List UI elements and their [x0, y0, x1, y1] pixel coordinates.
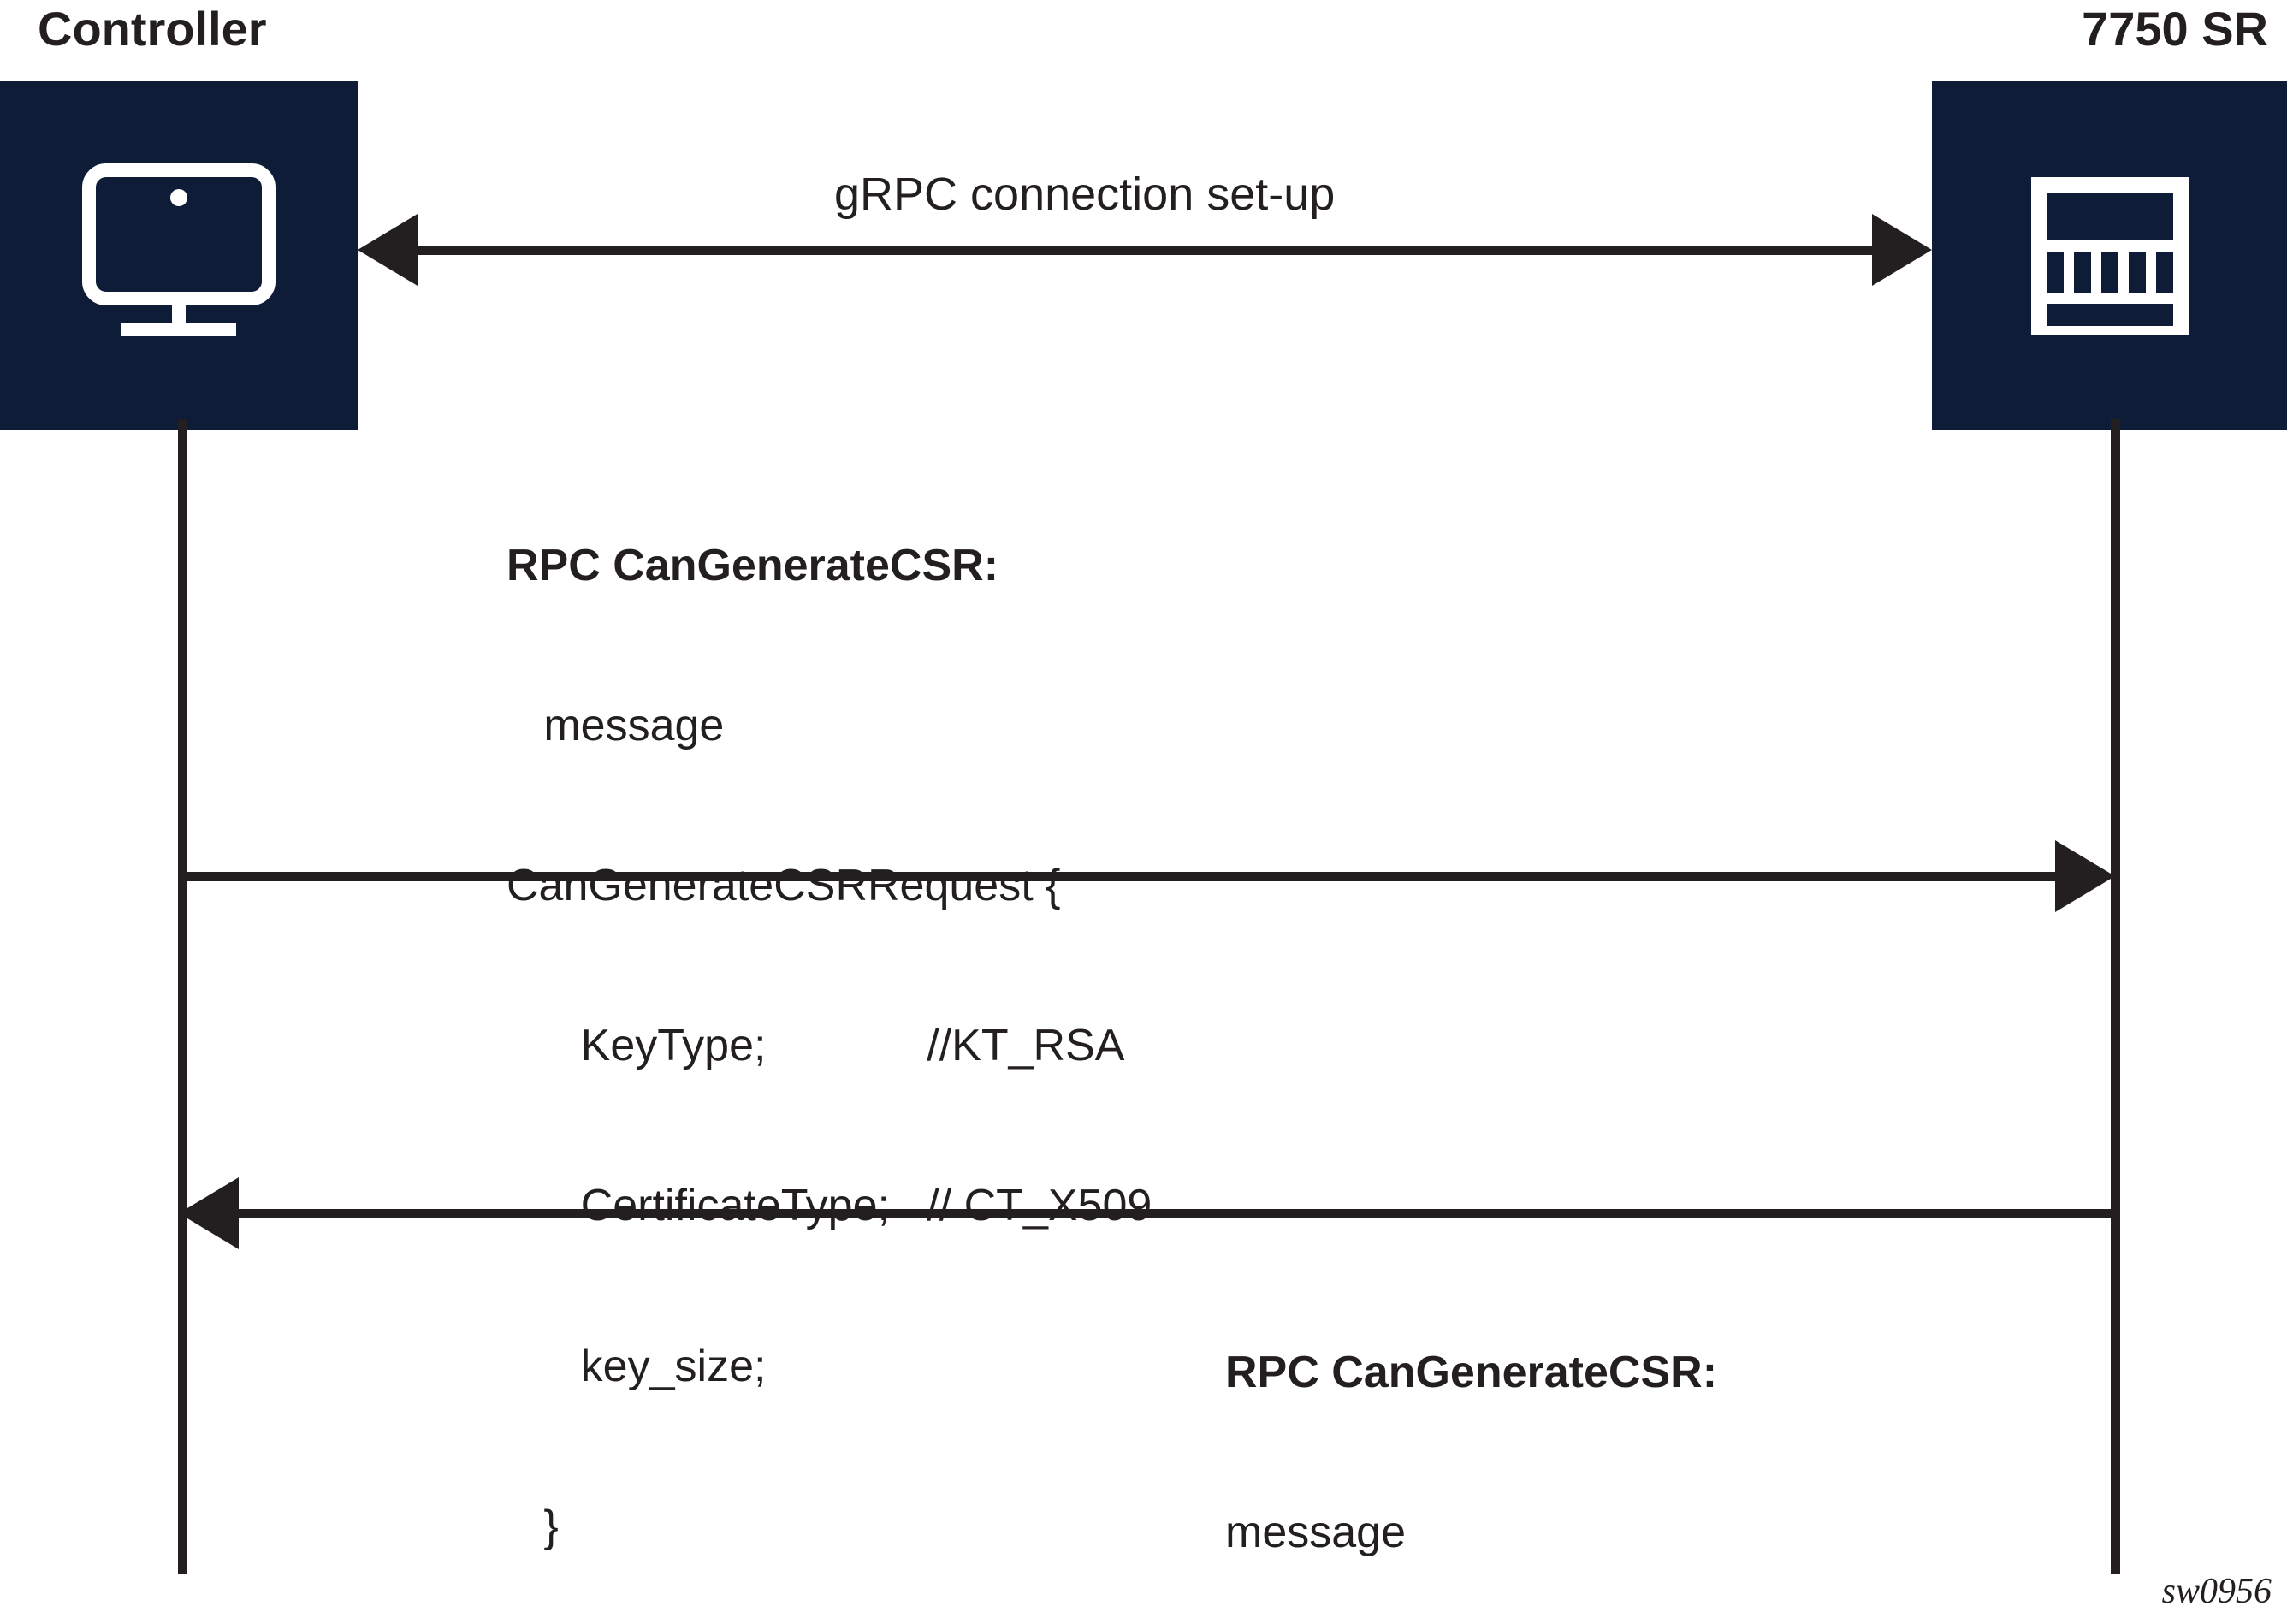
response-line-1: message: [1225, 1507, 1406, 1557]
controller-lifeline: [178, 419, 187, 1574]
message-2-arrowhead-right: [2055, 840, 2115, 912]
request-line-4: CertificateType; // CT_X509: [507, 1181, 1152, 1231]
monitor-icon: [82, 163, 276, 336]
router-node: [1932, 81, 2287, 430]
message-1-arrowhead-right: [1872, 214, 1932, 286]
message-1-arrowhead-left: [358, 214, 418, 286]
router-title: 7750 SR: [2082, 2, 2268, 56]
router-lifeline: [2111, 419, 2120, 1574]
request-heading: RPC CanGenerateCSR:: [507, 540, 999, 590]
message-3-arrowhead-left: [179, 1177, 239, 1249]
router-icon: [2030, 176, 2189, 335]
message-1-label: gRPC connection set-up: [834, 169, 1336, 220]
message-1-line: [411, 246, 1882, 255]
figure-watermark: sw0956: [2161, 1572, 2272, 1611]
response-annotation: RPC CanGenerateCSR: message CanGenerateC…: [1225, 1239, 1866, 1624]
request-line-6: }: [507, 1501, 559, 1551]
request-line-2: CanGenerateCSRRequest {: [507, 861, 1061, 911]
controller-title: Controller: [38, 2, 267, 56]
response-heading: RPC CanGenerateCSR:: [1225, 1347, 1718, 1397]
message-2-line: [182, 872, 2056, 881]
request-annotation: RPC CanGenerateCSR: message CanGenerateC…: [507, 432, 1152, 1624]
request-line-1: message: [507, 700, 725, 750]
request-line-3: KeyType; //KT_RSA: [507, 1021, 1125, 1071]
request-line-5: key_size;: [507, 1341, 767, 1391]
message-3-line: [239, 1209, 2116, 1218]
controller-node: [0, 81, 358, 430]
